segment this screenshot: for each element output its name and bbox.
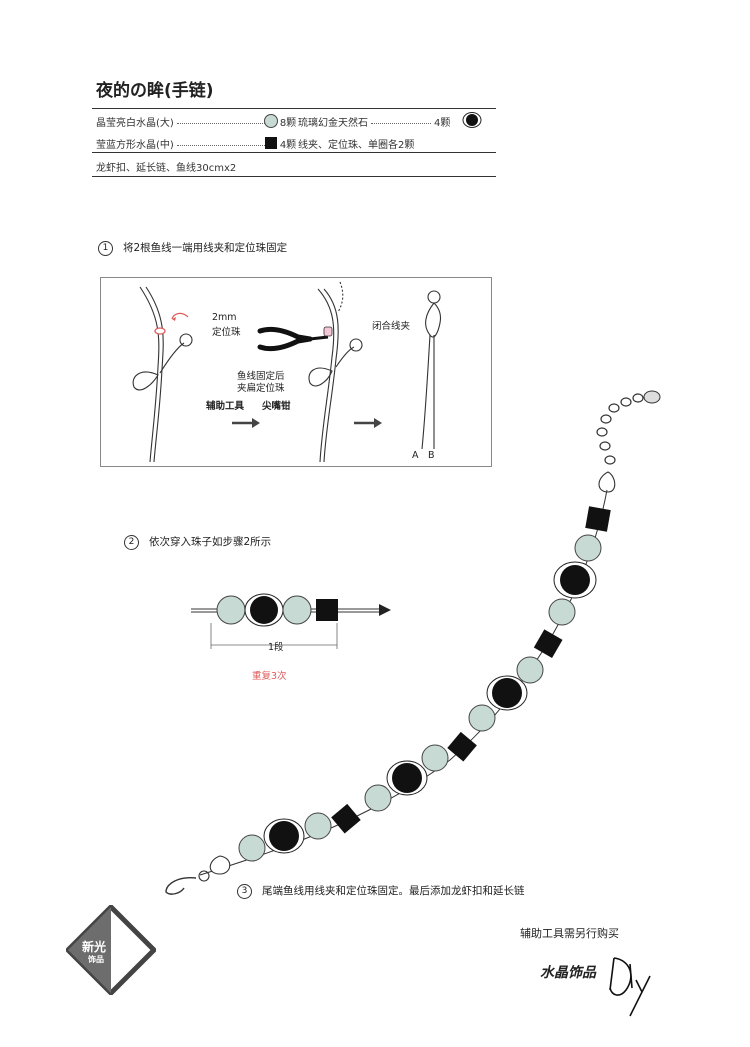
logo-line1: 新光 (82, 940, 107, 954)
label-b: B (428, 450, 435, 461)
step1-figure-crimped (308, 281, 363, 463)
arrow-icon (374, 418, 382, 428)
square-bead-icon (265, 137, 277, 149)
clear-bead (421, 744, 449, 772)
material-name: 晶莹亮白水晶(大) (96, 118, 174, 129)
step1-heading: 1 将2根鱼线一端用线夹和定位珠固定 (98, 240, 287, 256)
material-row2-right: 线夹、定位珠、单圈各2颗 (298, 140, 415, 151)
clear-bead (574, 534, 602, 562)
logo-line2: 饰品 (88, 955, 104, 964)
step3-heading: 3 尾端鱼线用线夹和定位珠固定。最后添加龙虾扣和延长链 (237, 883, 525, 899)
brand-logo (66, 905, 156, 995)
extension-chain (596, 393, 644, 465)
material-qty: 4颗 (279, 140, 297, 151)
step1-illustration (100, 277, 492, 467)
label-crimp-bead: 定位珠 (212, 327, 241, 338)
arrow-icon (379, 604, 391, 616)
step3-text: 尾端鱼线用线夹和定位珠固定。最后添加龙虾扣和延长链 (262, 885, 525, 897)
chain-end-charm (643, 390, 661, 404)
material-qty: 8颗 (279, 118, 297, 129)
crimp-cover (598, 471, 616, 493)
crimp-bead-mark (154, 327, 166, 335)
brand-text: 水晶饰品 (540, 965, 596, 981)
tools-note: 辅助工具需另行购买 (520, 927, 619, 940)
arrow-icon (252, 418, 260, 428)
clear-bead (468, 704, 496, 732)
step2-text: 依次穿入珠子如步骤2所示 (149, 536, 272, 548)
label-after-fix: 鱼线固定后 (237, 371, 285, 382)
step1-number: 1 (98, 240, 113, 256)
step1-text: 将2根鱼线一端用线夹和定位珠固定 (123, 242, 288, 254)
material-row1-left: 晶莹亮白水晶(大) 8颗 (96, 114, 296, 129)
gold-stone-bead-icon (462, 112, 482, 128)
label-flatten: 夹扁定位珠 (237, 383, 285, 394)
repeat-label: 重复3次 (252, 671, 287, 682)
step3-number: 3 (237, 883, 252, 899)
pliers-icon (257, 326, 329, 352)
step1-figure-wires (132, 286, 193, 463)
materials-top-rule (92, 108, 496, 109)
crimped-bead-mark (323, 326, 333, 337)
step2-heading: 2 依次穿入珠子如步骤2所示 (124, 534, 271, 550)
square-bead (585, 506, 611, 532)
square-bead (447, 731, 477, 762)
step2-number: 2 (124, 534, 139, 550)
clear-bead (364, 784, 392, 812)
step1-figure-closed (421, 290, 442, 450)
clear-bead (238, 834, 266, 862)
material-qty: 4颗 (434, 118, 451, 129)
clear-bead (548, 598, 576, 626)
crimp-cover (209, 855, 231, 875)
page-title: 夜的の眸(手链) (96, 81, 214, 101)
label-a: A (412, 450, 419, 461)
material-row3: 龙虾扣、延长链、鱼线30cmx2 (96, 163, 237, 174)
label-pliers: 尖嘴钳 (262, 401, 291, 412)
clear-bead (304, 812, 332, 840)
pointer-arrow-red (171, 312, 189, 320)
segment-label: 1段 (268, 642, 284, 653)
square-bead (316, 599, 338, 621)
clear-bead-icon (264, 114, 278, 128)
label-close-clamp: 闭合线夹 (372, 321, 411, 332)
materials-mid-rule (92, 152, 496, 153)
lobster-clasp (165, 876, 197, 895)
clear-bead (282, 595, 312, 625)
step2-bead-sequence (191, 593, 391, 649)
label-tool: 辅助工具 (206, 401, 245, 412)
material-name: 琉璃幻金天然石 (298, 118, 368, 129)
materials-bottom-rule (92, 176, 496, 177)
clear-bead (516, 656, 544, 684)
material-name: 莹蓝方形水晶(中) (96, 140, 174, 151)
square-bead (533, 629, 563, 659)
material-row2-left: 莹蓝方形水晶(中) 4颗 (96, 136, 296, 151)
square-bead (331, 803, 361, 834)
diy-signature (609, 957, 651, 1017)
label-2mm: 2mm (212, 312, 237, 323)
bracelet-illustration (165, 390, 661, 895)
material-row1-right: 琉璃幻金天然石 4颗 (298, 114, 450, 129)
